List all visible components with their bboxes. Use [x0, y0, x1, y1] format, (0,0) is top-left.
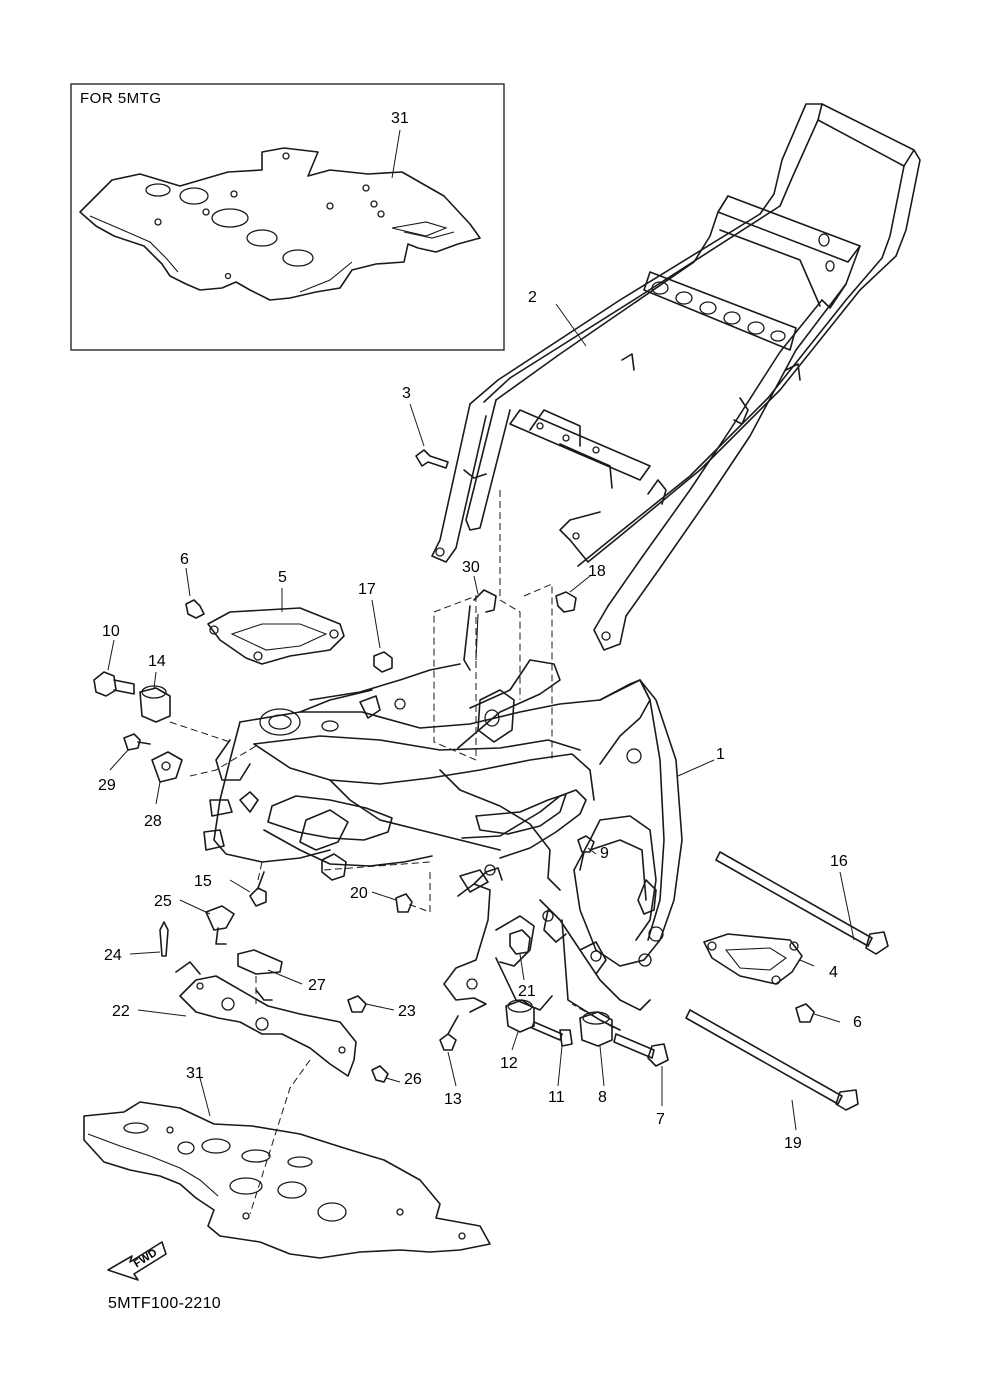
engine-bracket-4 — [703, 933, 803, 985]
callout-6: 6 — [180, 551, 189, 568]
rear-subframe — [431, 103, 921, 651]
skid-plate-lower — [83, 1101, 491, 1259]
callout-31: 31 — [186, 1065, 204, 1082]
callout-20: 20 — [350, 885, 368, 902]
callout-28: 28 — [144, 813, 162, 830]
main-frame — [203, 659, 683, 1031]
callout-21: 21 — [518, 983, 536, 1000]
callout-30: 30 — [462, 559, 480, 576]
callout-26: 26 — [404, 1071, 422, 1088]
diagram-code: 5MTF100-2210 — [108, 1295, 221, 1312]
engine-bracket-5 — [207, 607, 345, 665]
callout-2: 2 — [528, 289, 537, 306]
callout-22: 22 — [112, 1003, 130, 1020]
callout-7: 7 — [656, 1111, 665, 1128]
callout-6b: 6 — [853, 1014, 862, 1031]
skid-plate-inset — [79, 147, 481, 301]
callout-29: 29 — [98, 777, 116, 794]
callout-15: 15 — [194, 873, 212, 890]
callout-13: 13 — [444, 1091, 462, 1108]
callout-27: 27 — [308, 977, 326, 994]
inset-box: FOR 5MTG 31 — [70, 83, 505, 351]
callout-10: 10 — [102, 623, 120, 640]
callout-23: 23 — [398, 1003, 416, 1020]
callout-11: 11 — [548, 1089, 565, 1106]
assembly-lines — [169, 490, 615, 1215]
callout-19: 19 — [784, 1135, 802, 1152]
callout-labels: 1 2 3 4 5 6 6 7 8 9 10 11 12 13 14 15 16… — [98, 289, 862, 1152]
callout-16: 16 — [830, 853, 848, 870]
inset-title: FOR 5MTG — [80, 90, 162, 107]
callout-5: 5 — [278, 569, 287, 586]
callout-1: 1 — [716, 746, 725, 763]
leader-lines — [107, 303, 855, 1131]
callout-9: 9 — [600, 845, 609, 862]
callout-24: 24 — [104, 947, 122, 964]
callout-3: 3 — [402, 385, 411, 402]
callout-12: 12 — [500, 1055, 518, 1072]
callout-8: 8 — [598, 1089, 607, 1106]
callout-14: 14 — [148, 653, 166, 670]
callout-4: 4 — [829, 964, 838, 981]
callout-17: 17 — [358, 581, 376, 598]
hardware — [93, 449, 889, 1111]
callout-31-inset: 31 — [391, 110, 409, 127]
callout-18: 18 — [588, 563, 606, 580]
fwd-arrow-icon: FWD — [107, 1241, 167, 1281]
callout-25: 25 — [154, 893, 172, 910]
